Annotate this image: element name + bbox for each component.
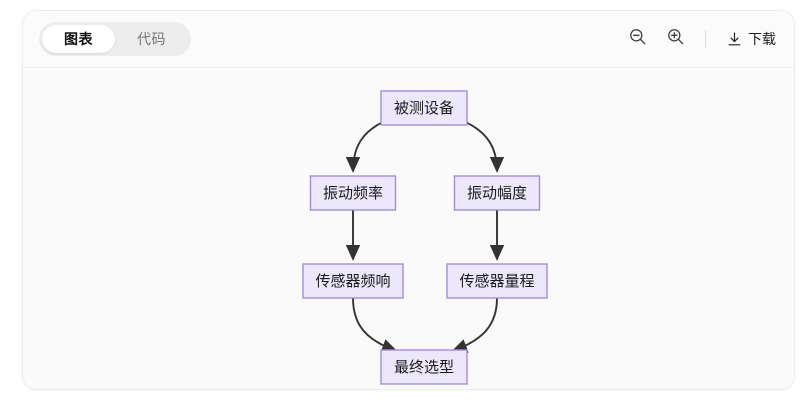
flowchart-edges [345, 116, 505, 353]
edge-n4-n6 [352, 297, 398, 353]
node-box [302, 263, 404, 299]
node-label: 传感器频响 [315, 273, 390, 290]
node-box [446, 263, 548, 299]
node-传感器频响[interactable]: 传感器频响 [302, 263, 404, 299]
download-label: 下载 [748, 31, 776, 47]
node-label: 振动幅度 [467, 185, 527, 202]
zoom-in-icon [666, 27, 685, 51]
zoom-out-button[interactable] [625, 27, 649, 51]
diagram-toolbar: 下载 [625, 27, 778, 51]
tab-code[interactable]: 代码 [137, 31, 166, 47]
card-header: 图表 代码 [23, 11, 794, 68]
node-振动频率[interactable]: 振动频率 [309, 175, 397, 211]
node-box [380, 349, 468, 385]
zoom-out-icon [628, 27, 647, 51]
download-button[interactable]: 下载 [724, 27, 778, 51]
tab-chart[interactable]: 图表 [42, 25, 115, 53]
edge-n5-n6 [451, 297, 498, 353]
node-box [309, 175, 397, 211]
download-icon [726, 31, 743, 48]
node-被测设备[interactable]: 被测设备 [380, 90, 468, 126]
node-label: 传感器量程 [459, 273, 534, 290]
node-label: 最终选型 [394, 359, 454, 376]
node-box [380, 90, 468, 126]
node-最终选型[interactable]: 最终选型 [380, 349, 468, 385]
node-传感器量程[interactable]: 传感器量程 [446, 263, 548, 299]
zoom-in-button[interactable] [663, 27, 687, 51]
node-label: 振动频率 [323, 185, 383, 202]
diagram-card: 图表 代码 [22, 10, 795, 390]
view-tab-group: 图表 代码 [39, 22, 191, 56]
toolbar-divider [705, 30, 706, 48]
flowchart-nodes: 被测设备 振动频率 振动幅度 传感器频响 [302, 90, 548, 385]
node-box [453, 175, 541, 211]
flowchart-svg: 被测设备 振动频率 振动幅度 传感器频响 [302, 90, 548, 385]
node-label: 被测设备 [394, 100, 454, 117]
diagram-canvas[interactable]: 被测设备 振动频率 振动幅度 传感器频响 [23, 68, 794, 389]
node-振动幅度[interactable]: 振动幅度 [453, 175, 541, 211]
